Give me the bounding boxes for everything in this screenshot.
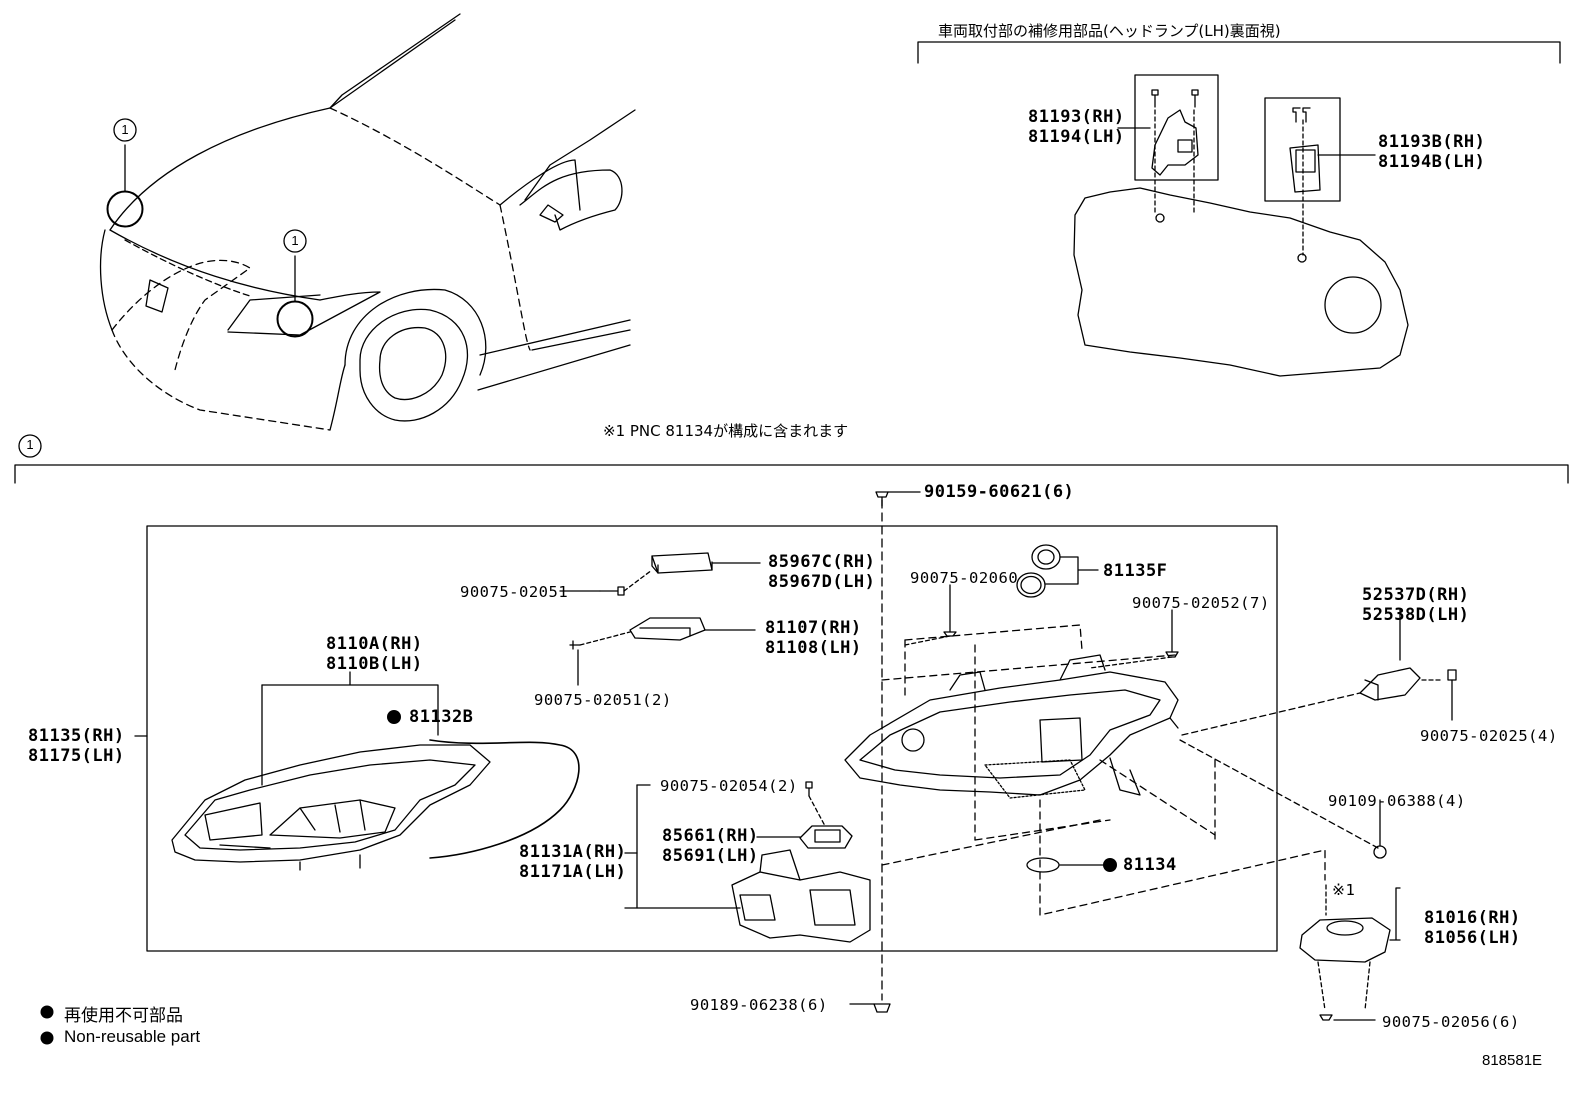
non-reusable-dot-81134: [1103, 858, 1117, 872]
inset-bracket: [917, 41, 1561, 64]
part-90075-02054[interactable]: 90075-02054(2): [660, 777, 798, 795]
part-90075-02051-2[interactable]: 90075-02051(2): [534, 691, 672, 709]
figure-id: 818581E: [1482, 1052, 1543, 1069]
legend-dot-2: [40, 1031, 54, 1045]
part-90109-06388[interactable]: 90109-06388(4): [1328, 792, 1466, 810]
part-90075-02025[interactable]: 90075-02025(4): [1420, 727, 1558, 745]
part-8110A[interactable]: 8110A(RH) 8110B(LH): [326, 634, 423, 674]
part-90075-02060[interactable]: 90075-02060: [910, 569, 1019, 587]
part-90189-06238[interactable]: 90189-06238(6): [690, 996, 828, 1014]
callout-circle-left: [113, 118, 137, 142]
part-90075-02051[interactable]: 90075-02051: [460, 583, 569, 601]
part-90159-60621[interactable]: 90159-60621(6): [924, 482, 1075, 502]
main-bracket: [14, 464, 1569, 484]
legend-en: Non-reusable part: [64, 1027, 201, 1046]
part-81193B[interactable]: 81193B(RH) 81194B(LH): [1378, 132, 1486, 172]
assembly-note: ※1 PNC 81134が構成に含まれます: [603, 422, 849, 440]
headlamp-location-left: [106, 190, 144, 228]
part-81135F[interactable]: 81135F: [1103, 561, 1168, 581]
part-81193[interactable]: 81193(RH) 81194(LH): [1028, 107, 1125, 147]
callout-circle-right: [283, 229, 307, 253]
part-81132B[interactable]: 81132B: [409, 707, 474, 727]
note-x1-marker: ※1: [1332, 881, 1356, 899]
inset-title: 車両取付部の補修用部品(ヘッドランプ(LH)裏面視): [938, 22, 1281, 40]
part-85661[interactable]: 85661(RH) 85691(LH): [662, 826, 759, 866]
part-81107[interactable]: 81107(RH) 81108(LH): [765, 618, 862, 658]
non-reusable-dot-81132B: [387, 710, 401, 724]
part-52537[interactable]: 52537D(RH) 52538D(LH): [1362, 585, 1470, 625]
legend-jp: 再使用不可部品: [64, 1006, 183, 1025]
legend-dot-1: [40, 1005, 54, 1019]
part-81016[interactable]: 81016(RH) 81056(LH): [1424, 908, 1521, 948]
callout-right-number: 1: [291, 233, 299, 248]
section-callout-circle: [18, 434, 42, 458]
assembly-frame: [146, 525, 1278, 952]
part-85967[interactable]: 85967C(RH) 85967D(LH): [768, 552, 876, 592]
part-81131[interactable]: 81131A(RH) 81171A(LH): [519, 842, 627, 882]
part-81134[interactable]: 81134: [1123, 855, 1177, 875]
part-81135[interactable]: 81135(RH) 81175(LH): [28, 726, 125, 766]
callout-left-number: 1: [121, 122, 129, 137]
car-front-illustration: [99, 13, 636, 431]
section-marker: 1: [26, 437, 34, 452]
part-90075-02052[interactable]: 90075-02052(7): [1132, 594, 1270, 612]
headlamp-location-right: [276, 300, 314, 338]
part-90075-02056[interactable]: 90075-02056(6): [1382, 1013, 1520, 1031]
